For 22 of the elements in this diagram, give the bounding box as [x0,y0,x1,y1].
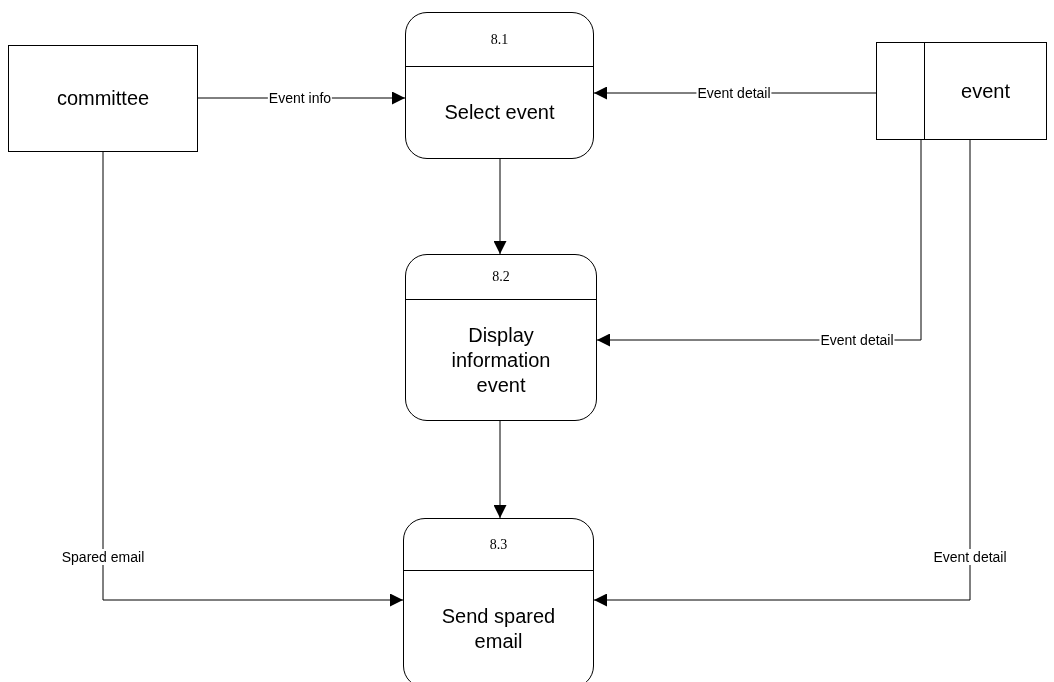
entity-name: committee [56,86,150,111]
arrow [493,420,507,519]
edge-label: Event detail [932,549,1008,565]
edge-label: Spared email [60,549,146,565]
process-box [403,518,594,682]
store-name: event [961,78,1010,104]
process-number: 8.2 [492,269,510,285]
process-name: Select event [444,100,555,125]
process-box [405,12,594,159]
process-box [405,254,597,421]
arrow [102,151,404,607]
process-number: 8.3 [489,536,508,553]
arrow [493,158,507,255]
process-name: Send spared email [440,604,557,654]
edge-label: Event detail [696,85,772,101]
entity-box [8,45,198,152]
data-store [876,42,1047,140]
edge-label: Event detail [819,332,895,348]
edge-label: Event info [267,90,333,106]
process-name: Display information event [450,322,552,398]
arrow [593,139,971,607]
process-number: 8.1 [490,31,509,48]
